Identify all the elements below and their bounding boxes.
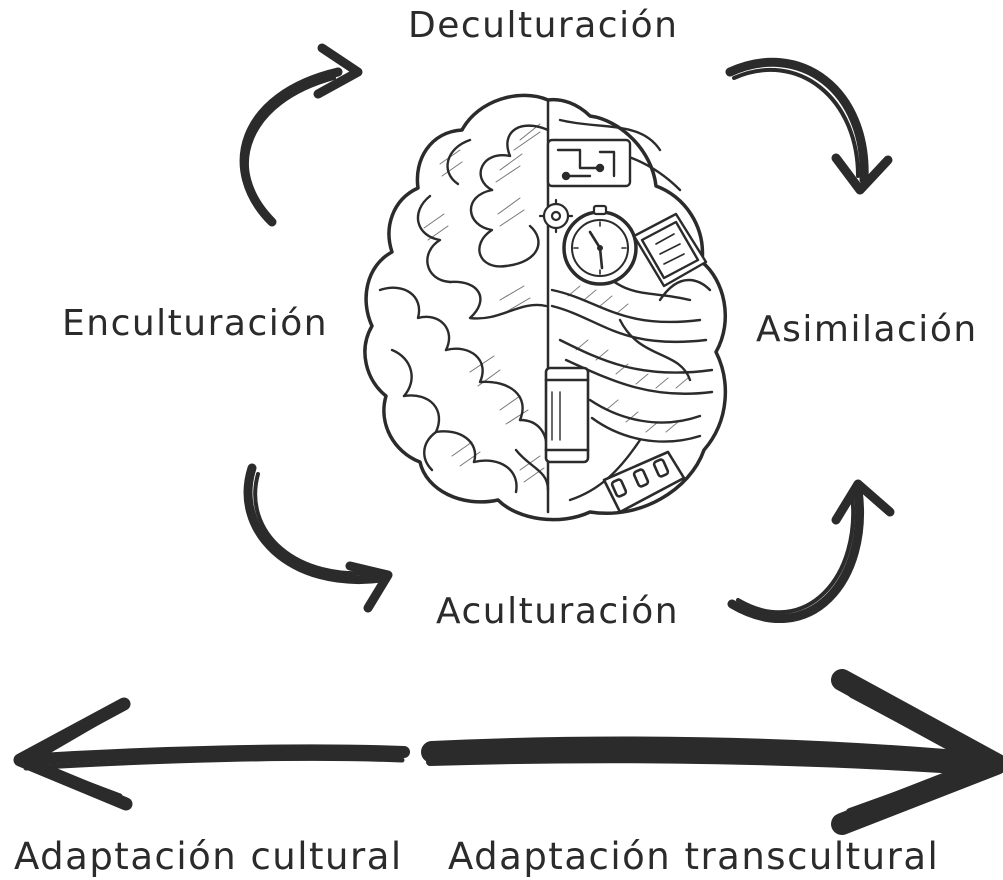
left-hemisphere-folds	[378, 124, 550, 494]
gear-icon	[538, 198, 574, 234]
left-shading	[423, 123, 545, 483]
clock-icon	[562, 204, 638, 286]
curved-arrow-icon-top-left	[239, 43, 363, 227]
curved-arrow-icon-bottom-right	[727, 479, 895, 623]
label-adaptacion-cultural: Adaptación cultural	[14, 835, 403, 878]
brain-machine-icon	[363, 93, 728, 522]
power-strip-icon	[602, 450, 686, 514]
device-icon	[632, 212, 708, 288]
label-adaptacion-transcultural: Adaptación transcultural	[448, 835, 940, 878]
cycle-arrows	[239, 43, 895, 623]
double-arrow-icon	[13, 669, 1003, 835]
label-aculturacion: Aculturación	[436, 591, 680, 632]
spool-icon	[544, 366, 590, 464]
label-asimilacion: Asimilación	[756, 309, 978, 350]
label-enculturacion: Enculturación	[62, 303, 329, 344]
brain-outline	[363, 93, 728, 522]
curved-arrow-icon-top-right	[725, 57, 893, 195]
curved-arrow-icon-bottom-left	[243, 463, 393, 613]
right-shading	[567, 285, 689, 433]
circuit-chip-icon	[546, 138, 632, 188]
label-deculturacion: Deculturación	[408, 5, 679, 46]
